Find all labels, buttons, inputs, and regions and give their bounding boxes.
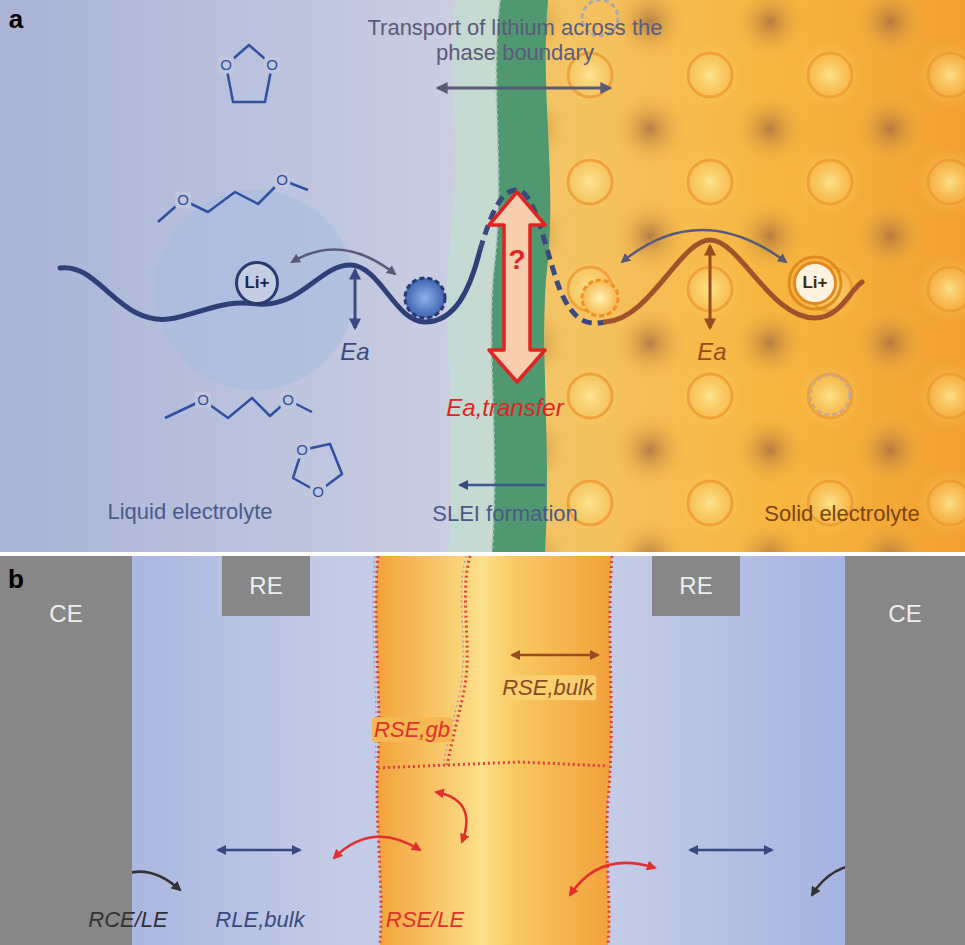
resistance-label: RCE/LE — [88, 907, 167, 932]
unknown-mark: ? — [508, 244, 525, 276]
region-label: Solid electrolyte — [764, 501, 919, 526]
electrode-box: CE — [0, 556, 132, 945]
oxygen-atom: O — [294, 441, 310, 458]
oxygen-atom: O — [274, 171, 290, 188]
resistance-label: RSE,bulk — [500, 675, 596, 700]
resistance-label: RSE/LE — [386, 907, 464, 932]
activation-energy: Ea — [340, 338, 369, 366]
interphase-label: SLEI formation — [432, 501, 578, 526]
lithium-ion: Li+ — [793, 261, 837, 305]
resistance-label: RLE,bulk — [215, 907, 304, 932]
oxygen-atom: O — [310, 483, 326, 500]
oxygen-atom: O — [195, 391, 211, 408]
transfer-energy: Ea,transfer — [446, 394, 563, 422]
oxygen-atom: O — [264, 56, 280, 73]
node-label: Li+ — [802, 273, 827, 293]
resistance-label: RSE,gb — [372, 717, 452, 742]
oxygen-atom: O — [280, 391, 296, 408]
node-label: RE — [679, 572, 712, 600]
panel-letter: a — [9, 5, 23, 35]
electrode-box: CE — [845, 556, 965, 945]
region-label: Liquid electrolyte — [107, 499, 272, 524]
node-label: CE — [888, 600, 921, 628]
electrode-box: RE — [222, 556, 310, 616]
node-label: RE — [249, 572, 282, 600]
node-label: Li+ — [244, 273, 269, 293]
lithium-ion: Li+ — [235, 261, 279, 305]
transport-title: Transport of lithium across the phase bo… — [360, 15, 670, 66]
activation-energy: Ea — [697, 338, 726, 366]
oxygen-atom: O — [218, 56, 234, 73]
electrode-box: RE — [652, 556, 740, 616]
panel-letter: b — [8, 565, 24, 595]
node-label: CE — [49, 600, 82, 628]
oxygen-atom: O — [175, 191, 191, 208]
